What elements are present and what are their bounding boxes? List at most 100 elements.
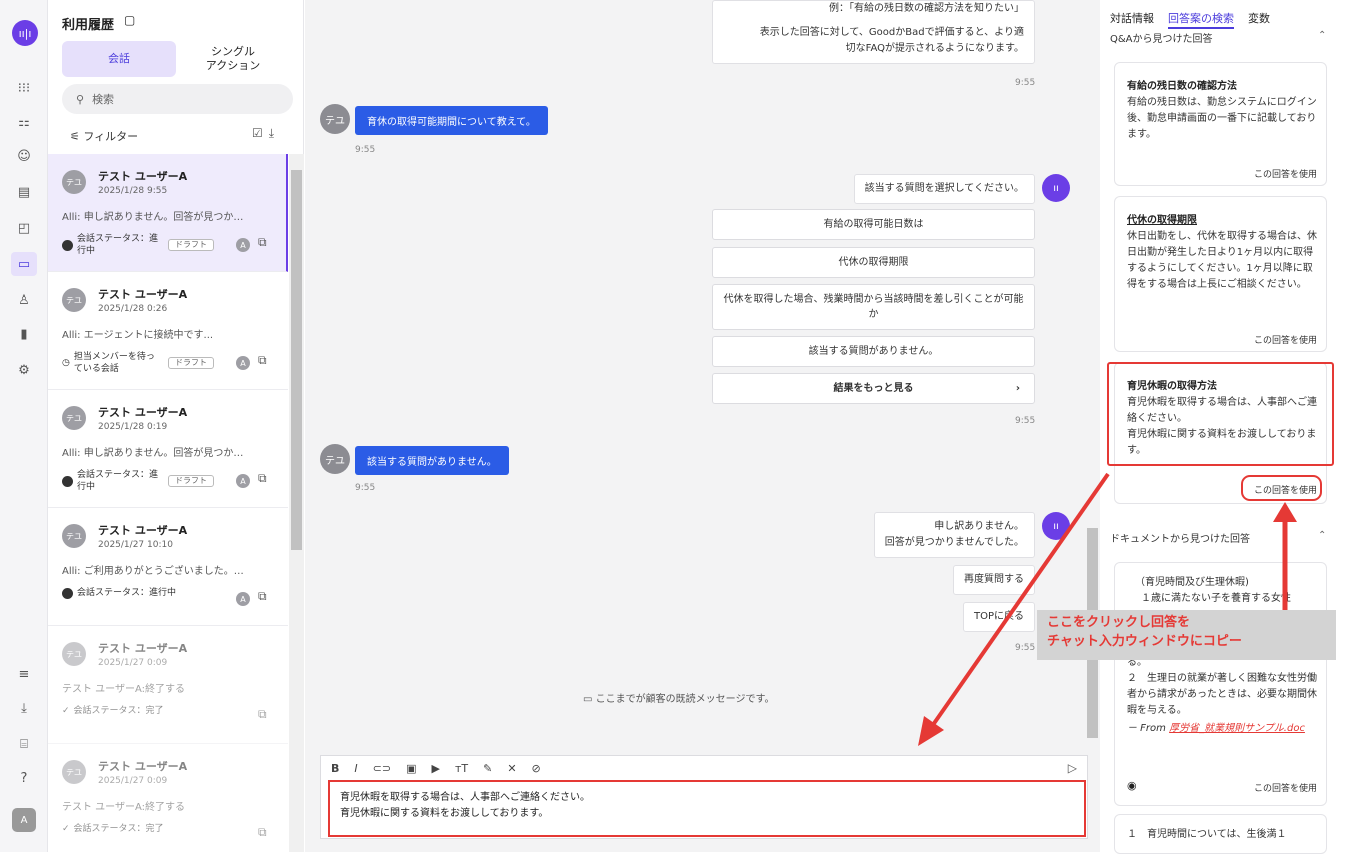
avatar: テユ bbox=[62, 642, 86, 666]
use-answer-button[interactable]: この回答を使用 bbox=[1253, 336, 1317, 346]
doc-link[interactable]: 厚労省_就業規則サンプル.doc bbox=[1169, 723, 1305, 734]
chevron-up-icon[interactable]: ⌃ bbox=[1318, 530, 1327, 541]
clear-format-icon[interactable]: ✕ bbox=[507, 762, 517, 775]
tab-single-action[interactable]: シングル アクション bbox=[205, 44, 261, 72]
open-external-icon[interactable]: ⧉ bbox=[258, 825, 267, 839]
analytics-icon[interactable]: ▮ bbox=[20, 326, 28, 342]
option-button[interactable]: 代休を取得した場合、残業時間から当該時間を差し引くことが可能か bbox=[712, 284, 1035, 330]
use-answer-button[interactable]: この回答を使用 bbox=[1253, 170, 1317, 180]
retry-button[interactable]: 再度質問する bbox=[953, 565, 1035, 595]
highlight-box bbox=[1241, 475, 1322, 501]
option-button[interactable]: 有給の取得可能日数は bbox=[712, 209, 1035, 240]
timestamp: 2025/1/28 0:19 bbox=[98, 422, 168, 432]
chat-area: 例：「有給の残日数の確認方法を知りたい」 表示した回答に対して、GoodかBad… bbox=[305, 0, 1100, 852]
list-item[interactable]: テユ テスト ユーザーA 2025/1/28 0:26 Alli: エージェント… bbox=[48, 272, 288, 390]
list-item[interactable]: テユ テスト ユーザーA 2025/1/27 0:09 テスト ユーザーA:終了… bbox=[48, 626, 288, 744]
eye-icon[interactable]: ◉ bbox=[1127, 779, 1137, 792]
download-icon[interactable]: ⤓ bbox=[21, 700, 27, 716]
chevron-right-icon: › bbox=[1015, 383, 1020, 394]
app-logo[interactable]: ıı|ı bbox=[12, 20, 38, 46]
status-text: 担当メンバーを待っている会話 bbox=[73, 352, 155, 374]
brush-icon[interactable]: ✎ bbox=[483, 762, 493, 775]
list-item[interactable]: テユ テスト ユーザーA 2025/1/27 0:09 テスト ユーザーA:終了… bbox=[48, 744, 288, 852]
send-icon[interactable]: ▷ bbox=[1067, 761, 1077, 775]
history-scrollbar[interactable] bbox=[289, 154, 304, 852]
customer-name: テスト ユーザーA bbox=[98, 288, 188, 301]
filter-button[interactable]: ⚟ フィルター bbox=[70, 128, 138, 144]
timestamp: 9:55 bbox=[355, 483, 376, 493]
bold-icon[interactable]: B bbox=[331, 762, 340, 775]
user-avatar[interactable]: A bbox=[12, 808, 36, 832]
highlight-box bbox=[1107, 362, 1334, 466]
tab-answer-search[interactable]: 回答案の検索 bbox=[1168, 10, 1234, 29]
agent-avatar: A bbox=[236, 238, 250, 252]
status: 会話ステータス：進行中 bbox=[62, 470, 162, 493]
image-icon[interactable]: ▣ bbox=[406, 762, 417, 775]
last-message: Alli: 申し訳ありません。回答が見つか… bbox=[62, 212, 244, 223]
italic-icon[interactable]: I bbox=[354, 762, 358, 775]
option-button[interactable]: 代休の取得期限 bbox=[712, 247, 1035, 278]
customer-name: テスト ユーザーA bbox=[98, 524, 188, 537]
filter-label: フィルター bbox=[83, 130, 139, 143]
settings-icon[interactable]: ⚙ bbox=[18, 362, 30, 378]
tab-conversations[interactable]: 会話 bbox=[62, 41, 176, 77]
gift-icon[interactable]: ⌸ bbox=[20, 736, 28, 752]
avatar: テユ bbox=[62, 406, 86, 430]
apps-grid-icon[interactable]: ⁝⁝⁝ bbox=[17, 80, 31, 96]
conversations-icon[interactable]: ▭ bbox=[11, 252, 37, 276]
video-icon[interactable]: ▶ bbox=[431, 762, 440, 775]
see-more-label: 結果をもっと見る bbox=[833, 383, 914, 394]
doc-card: （育児時間及び生理休暇) １歳に満たない子を養育する女性 る。 ２ 生理日の就業… bbox=[1114, 562, 1327, 806]
scrollbar-thumb[interactable] bbox=[291, 170, 302, 550]
download-icon[interactable]: ⤓ bbox=[268, 126, 281, 140]
timestamp: 9:55 bbox=[1015, 416, 1036, 426]
read-marker-text: ここまでが顧客の既読メッセージです。 bbox=[595, 694, 775, 705]
tab-variables[interactable]: 変数 bbox=[1248, 12, 1270, 25]
checklist-icon[interactable]: ☑ bbox=[252, 126, 269, 140]
see-more-button[interactable]: 結果をもっと見る › bbox=[712, 373, 1035, 404]
history-title: 利用履歴 bbox=[62, 18, 115, 33]
last-message: Alli: ご利用ありがとうございました。… bbox=[62, 566, 244, 577]
customer-name: テスト ユーザーA bbox=[98, 406, 188, 419]
shapes-icon[interactable]: ⚏ bbox=[18, 114, 30, 130]
user-icon[interactable]: ♙ bbox=[18, 292, 30, 308]
doc-card-text: （育児時間及び生理休暇) bbox=[1135, 577, 1249, 588]
status: 会話ステータス：進行中 bbox=[62, 588, 232, 600]
document-search-icon[interactable]: ▤ bbox=[17, 184, 31, 200]
list-item[interactable]: テユ テスト ユーザーA 2025/1/28 9:55 Alli: 申し訳ありま… bbox=[48, 154, 288, 272]
status-text: 会話ステータス：進行中 bbox=[77, 234, 159, 256]
attach-icon[interactable]: ⊘ bbox=[531, 762, 541, 775]
text-size-icon[interactable]: тT bbox=[454, 762, 469, 775]
open-external-icon[interactable]: ⧉ bbox=[258, 707, 267, 721]
open-external-icon[interactable]: ⧉ bbox=[258, 471, 267, 485]
top-button[interactable]: TOPに戻る bbox=[962, 602, 1035, 632]
help-icon[interactable]: ? bbox=[20, 770, 28, 786]
tab-conversation-info[interactable]: 対話情報 bbox=[1110, 12, 1154, 25]
open-external-icon[interactable]: ⧉ bbox=[258, 353, 267, 367]
list-item[interactable]: テユ テスト ユーザーA 2025/1/27 10:10 Alli: ご利用あり… bbox=[48, 508, 288, 626]
bookmark-icon[interactable]: ▢ bbox=[124, 13, 136, 27]
knowledge-icon[interactable]: ◰ bbox=[17, 220, 31, 236]
filter-icon: ⚟ bbox=[70, 130, 84, 143]
link-icon[interactable]: ⊂⊃ bbox=[372, 762, 392, 775]
option-button[interactable]: 該当する質問がありません。 bbox=[712, 336, 1035, 367]
read-marker: ▭ ここまでが顧客の既読メッセージです。 bbox=[583, 690, 774, 705]
check-icon: ✓ bbox=[62, 824, 70, 834]
use-answer-button[interactable]: この回答を使用 bbox=[1253, 486, 1317, 496]
open-external-icon[interactable]: ⧉ bbox=[258, 589, 267, 603]
doc-card-text: ２ 生理日の就業が著しく困難な女性労働者から請求があったときは、必要な期間休暇を… bbox=[1127, 673, 1317, 716]
chevron-up-icon[interactable]: ⌃ bbox=[1318, 30, 1327, 41]
customer-name: テスト ユーザーA bbox=[98, 642, 188, 655]
list-item[interactable]: テユ テスト ユーザーA 2025/1/28 0:19 Alli: 申し訳ありま… bbox=[48, 390, 288, 508]
history-search[interactable]: ⚲ 検索 bbox=[62, 84, 293, 114]
bot-icon[interactable]: ☺ bbox=[17, 148, 31, 164]
open-external-icon[interactable]: ⧉ bbox=[258, 235, 267, 249]
agent-avatar: A bbox=[236, 356, 250, 370]
qa-card-body: 有給の残日数は、勤怠システムにログイン後、勤怠申請画面の一番下に記載しております… bbox=[1127, 97, 1317, 140]
draft-badge: ドラフト bbox=[168, 357, 214, 370]
use-answer-button[interactable]: この回答を使用 bbox=[1253, 784, 1317, 794]
menu-icon[interactable]: ≡ bbox=[18, 666, 30, 682]
status-text: 会話ステータス：進行中 bbox=[77, 470, 159, 492]
timestamp: 9:55 bbox=[1015, 643, 1036, 653]
chat-input[interactable]: 育児休暇を取得する場合は、人事部へご連絡ください。 育児休暇に関する資料をお渡し… bbox=[328, 780, 1086, 837]
